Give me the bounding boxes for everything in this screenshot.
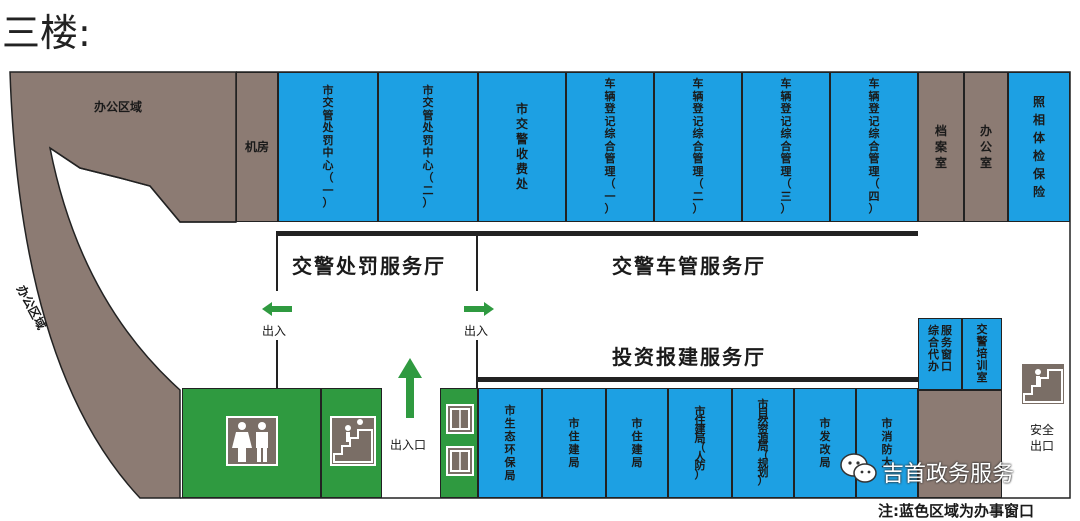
top-room-4: 车 辆 登 记 综 合 管 理 （ 一 ） (566, 72, 654, 222)
elevator-icon-lower (446, 446, 474, 476)
divider-left-lower (276, 340, 278, 388)
entrance-right-label: 出入 (464, 324, 489, 338)
stairs-icon (330, 416, 376, 466)
safety-exit-label: 安全 出口 (1030, 423, 1055, 453)
office-room-label: 办 公 室 (979, 124, 992, 170)
divider-middle (476, 231, 478, 291)
bottom-room-label: 市 住 建 局 （ 人 防 ） (694, 405, 706, 481)
top-room-6: 车 辆 登 记 综 合 管 理 （ 三 ） (742, 72, 830, 222)
archive-room-label: 档 案 室 (934, 124, 947, 170)
photo-exam-label: 照 相 体 检 保 险 (1032, 95, 1045, 199)
left-arrow-icon (262, 302, 292, 316)
service-window-label: 综 合 代 办 服 务 窗 口 (928, 324, 952, 373)
top-room-7: 车 辆 登 记 综 合 管 理 （ 四 ） (830, 72, 918, 222)
counter-line-top (278, 231, 918, 236)
legend-note: 注:蓝色区域为办事窗口 (878, 502, 1034, 520)
top-room-label: 市 交 管 处 罚 中 心 （ 一 ） (322, 83, 334, 209)
archive-room: 档 案 室 (918, 72, 964, 222)
bottom-room-4: 市 住 建 局 （ 人 防 ） (668, 388, 732, 498)
divider-left (276, 231, 278, 291)
elevator-icon-upper (446, 404, 474, 434)
office-room: 办 公 室 (964, 72, 1008, 222)
office-area-top-label: 办公区域 (94, 100, 143, 114)
bottom-room-3: 市 住 建 局 (606, 388, 668, 498)
bottom-room-5: 市 自 然 资 源 局 （ 规 划 ） (732, 388, 794, 498)
top-room-5: 车 辆 登 记 综 合 管 理 （ 二 ） (654, 72, 742, 222)
top-room-label: 车 辆 登 记 综 合 管 理 （ 四 ） (868, 77, 880, 216)
right-arrow-icon (464, 302, 494, 316)
hall-investment-label: 投资报建服务厅 (612, 345, 766, 369)
office-block-lower (918, 390, 1002, 498)
top-room-2: 市 交 管 处 罚 中 心 （ 二 ） (378, 72, 478, 222)
photo-exam-room: 照 相 体 检 保 险 (1008, 72, 1070, 222)
watermark-text: 吉首政务服务 (882, 462, 1015, 487)
machine-room-label: 机房 (244, 140, 269, 154)
bottom-room-label: 市 住 建 局 (631, 417, 643, 469)
wechat-icon (840, 452, 878, 486)
top-room-label: 车 辆 登 记 综 合 管 理 （ 二 ） (692, 77, 704, 216)
up-arrow-icon (398, 358, 422, 418)
bottom-room-1: 市 生 态 环 保 局 (478, 388, 542, 498)
restroom-divider (320, 388, 322, 498)
restroom-icon (226, 416, 278, 466)
hall-penalty-label: 交警处罚服务厅 (292, 254, 446, 278)
bottom-room-2: 市 住 建 局 (542, 388, 606, 498)
top-room-1: 市 交 管 处 罚 中 心 （ 一 ） (278, 72, 378, 222)
training-room-label: 交 警 培 训 室 (976, 323, 988, 384)
bottom-room-label: 市 住 建 局 (568, 417, 580, 469)
counter-line-bottom (478, 377, 918, 382)
floor-title: 三楼: (2, 11, 91, 55)
bottom-room-label: 市 发 改 局 (819, 417, 831, 469)
entrance-left-label: 出入 (262, 324, 287, 338)
hall-vehicle-label: 交警车管服务厅 (612, 254, 766, 278)
bottom-room-label: 市 生 态 环 保 局 (504, 404, 516, 482)
machine-room: 机房 (236, 72, 278, 222)
top-room-label: 车 辆 登 记 综 合 管 理 （ 一 ） (604, 77, 616, 216)
bottom-room-label: 市 消 防 大 (881, 417, 893, 469)
divider-middle-lower (476, 340, 478, 388)
safety-exit-icon (1020, 362, 1066, 406)
top-room-label: 车 辆 登 记 综 合 管 理 （ 三 ） (780, 77, 792, 216)
top-room-3: 市 交 警 收 费 处 (478, 72, 566, 222)
bottom-room-label: 市 自 然 资 源 局 （ 规 划 ） (757, 397, 769, 487)
entrance-main-label: 出入口 (390, 438, 427, 452)
top-room-label: 市 交 管 处 罚 中 心 （ 二 ） (422, 83, 434, 209)
training-room: 交 警 培 训 室 (962, 318, 1002, 390)
bottom-room-6: 市 发 改 局 (794, 388, 856, 498)
service-window: 综 合 代 办 服 务 窗 口 (918, 318, 962, 390)
top-room-label: 市 交 警 收 费 处 (515, 102, 528, 191)
